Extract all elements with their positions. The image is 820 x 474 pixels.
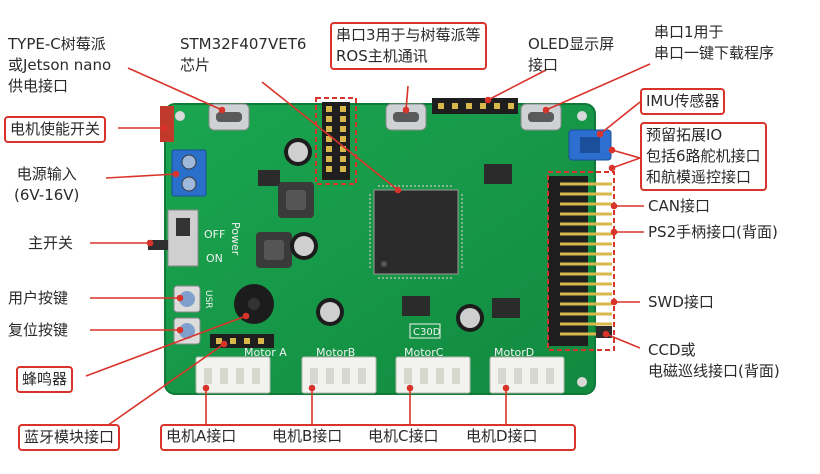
silk-motor-b: MotorB [316,346,355,359]
callout-motor-a: 电机A接口 [166,427,237,445]
callout-imu: IMU传感器 [640,88,726,115]
callout-motor-d: 电机D接口 [466,427,538,445]
callout-stm32: STM32F407VET6 芯片 [180,35,307,74]
silk-motor-d: MotorD [494,346,534,359]
silk-motor-a: Motor A [244,346,287,359]
callout-power-input: 电源输入 (6V-16V) [14,165,80,204]
right-pin-headers [548,176,612,346]
callout-uart3: 串口3用于与树莓派等 ROS主机通讯 [330,22,487,70]
power-input-terminal [171,149,207,197]
callout-reset-key: 复位按键 [8,321,69,339]
callout-buzzer: 蜂鸣器 [16,366,74,393]
callout-motor-group-frame [160,424,576,451]
callout-bluetooth: 蓝牙模块接口 [18,424,121,451]
silk-c30d: C30D [413,327,441,338]
callout-oled: OLED显示屏 接口 [528,35,615,74]
callout-can: CAN接口 [648,197,710,215]
callout-expansion-io: 预留拓展IO 包括6路舵机接口 和航模遥控接口 [640,122,767,191]
callout-ps2: PS2手柄接口(背面) [648,223,778,241]
callout-motor-c: 电机C接口 [368,427,439,445]
callout-typec-power: TYPE-C树莓派 或Jetson nano 供电接口 [8,35,112,95]
callout-motor-b: 电机B接口 [272,427,343,445]
silk-off: OFF [204,228,225,241]
motor-enable-switch [160,106,174,142]
leader-lines [85,63,651,429]
callout-main-switch: 主开关 [28,234,74,252]
oled-header [432,98,518,114]
stm32-chip [373,189,459,275]
callout-ccd: CCD或 电磁巡线接口(背面) [648,341,780,380]
callout-motor-enable: 电机使能开关 [4,116,107,143]
silk-motor-c: MotorC [404,346,444,359]
silk-power: Power [229,222,242,256]
silk-on: ON [206,252,223,265]
motor-c-connector [395,356,471,394]
silk-usr: USR [203,290,213,309]
callout-user-key: 用户按键 [8,289,69,307]
motor-a-connector [195,356,271,394]
callout-uart1: 串口1用于 串口一键下载程序 [654,23,775,62]
motor-d-connector [489,356,565,394]
motor-b-connector [301,356,377,394]
callout-swd: SWD接口 [648,293,714,311]
